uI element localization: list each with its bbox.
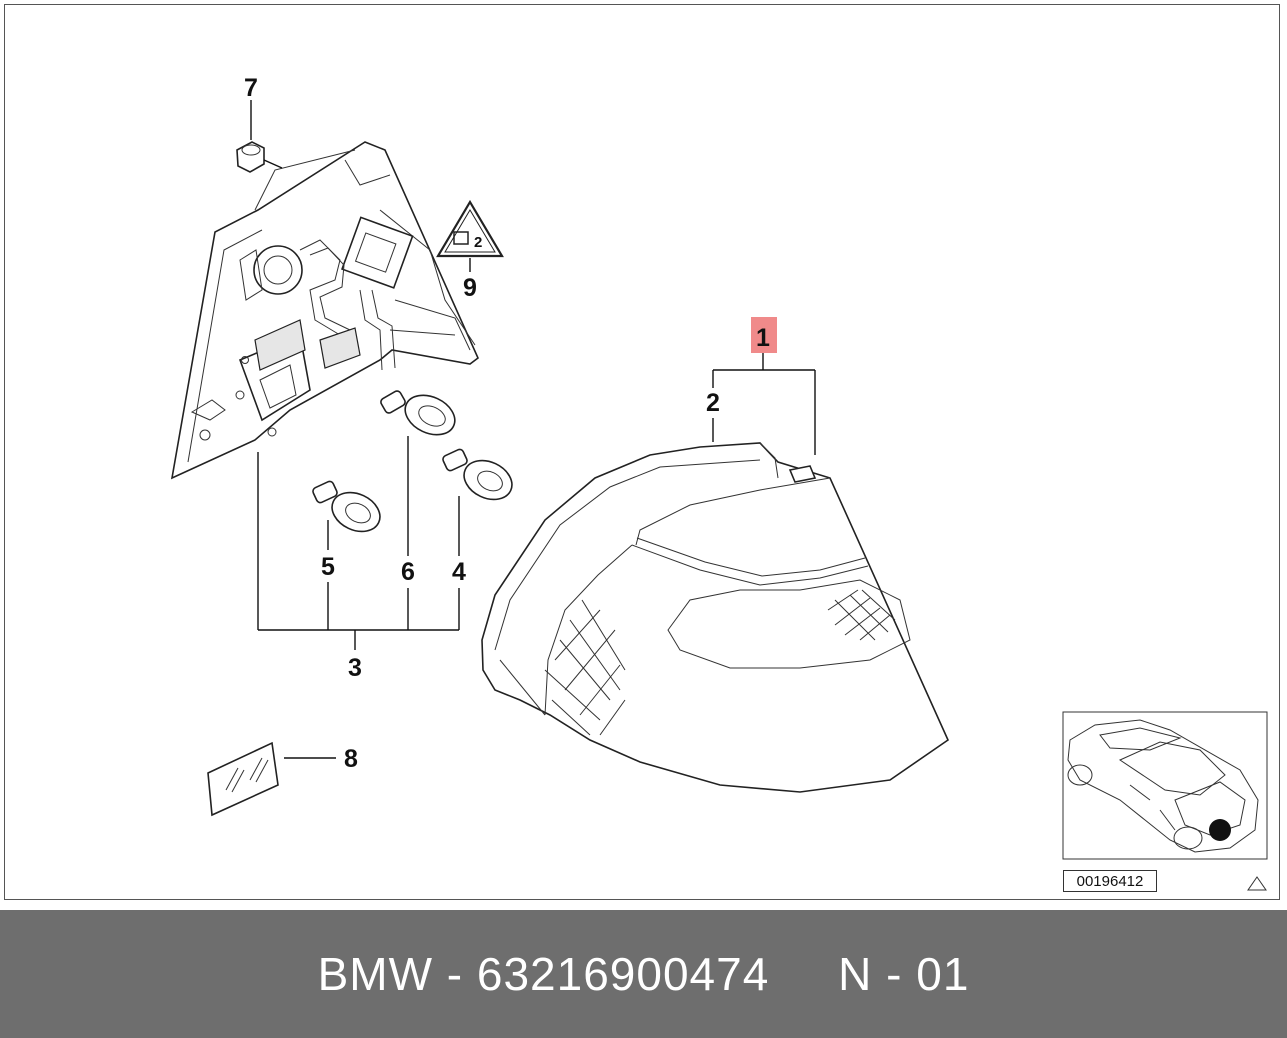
warning-badge-text: 2 (474, 234, 482, 251)
callout-2[interactable]: 2 (706, 389, 720, 417)
callout-1-highlight (751, 317, 777, 353)
small-triangle-icon (1247, 876, 1267, 891)
bulb-6[interactable] (379, 388, 461, 443)
footer-bar: BMW - 63216900474 N - 01 (0, 910, 1287, 1038)
bulb-4[interactable] (442, 448, 519, 507)
callout-3[interactable]: 3 (348, 654, 362, 682)
part-number-caption: BMW - 63216900474 N - 01 (317, 948, 970, 1000)
callout-7[interactable]: 7 (244, 74, 258, 102)
nut[interactable] (236, 141, 265, 173)
callout-5[interactable]: 5 (321, 553, 335, 581)
rear-light-lens[interactable] (481, 442, 950, 793)
reference-code: 00196412 (1063, 870, 1157, 892)
callout-6[interactable]: 6 (401, 558, 415, 586)
callout-4[interactable]: 4 (452, 558, 466, 586)
callout-9[interactable]: 9 (463, 274, 477, 302)
callout-1[interactable]: 1 (756, 324, 770, 352)
car-location-icon (1209, 819, 1231, 841)
warning-triangle-icon: 2 (436, 199, 504, 258)
parts-diagram: 2 (170, 74, 1268, 891)
label-sticker[interactable] (207, 741, 279, 817)
car-location-inset (1062, 711, 1268, 860)
bulb-carrier[interactable] (170, 141, 479, 480)
bulb-5[interactable] (312, 480, 387, 539)
callout-8[interactable]: 8 (344, 745, 358, 773)
